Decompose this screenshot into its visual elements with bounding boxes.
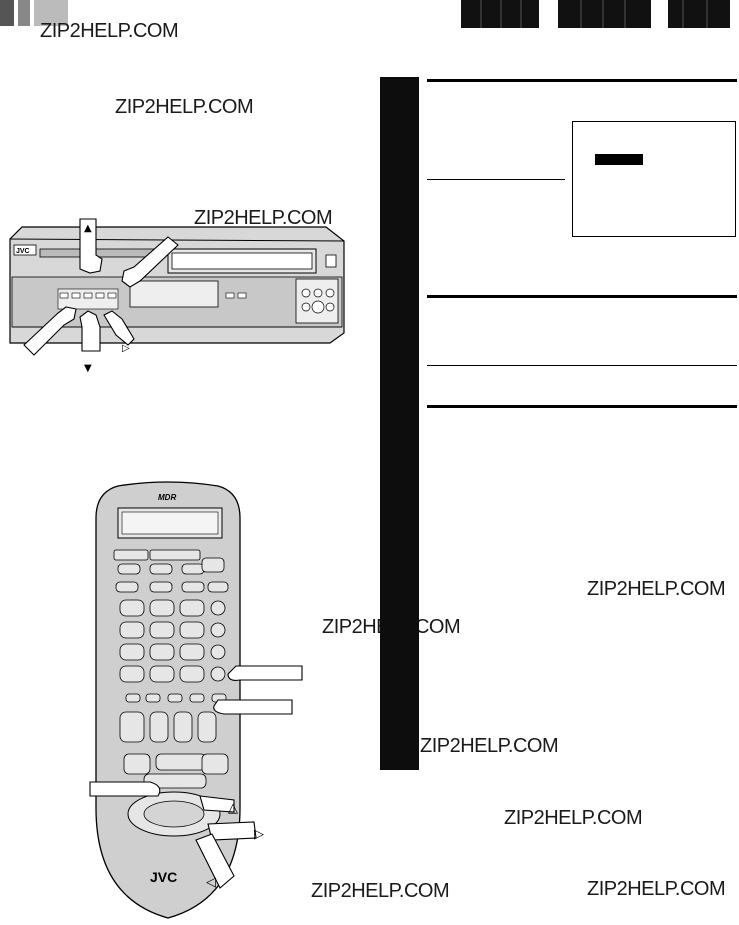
watermark: ZIP2HELP.COM [115,96,254,118]
section-rule [427,405,737,408]
watermark: ZIP2HELP.COM [194,207,333,229]
vcr-brand-label: JVC [16,248,30,255]
remote-control-illustration: MDR JVC △ ▷ ◁ [89,481,303,919]
header-block [668,0,730,28]
vcr-illustration: JVC ▲ ▼ ▷ [9,218,345,374]
section-rule [427,295,737,298]
onscreen-display-box [572,121,736,237]
remote-logo: MDR [158,493,176,502]
remote-brand-label: JVC [150,869,177,885]
arrow-left-outline-icon: ◁ [206,875,216,890]
header-block [461,0,539,28]
watermark: ZIP2HELP.COM [587,878,726,900]
corner-tab [0,0,14,26]
watermark: ZIP2HELP.COM [504,807,643,829]
header-block [558,0,651,28]
onscreen-highlight-bar [595,154,643,165]
corner-tabs [0,0,70,26]
arrow-right-outline-icon: ▷ [254,827,264,842]
watermark: ZIP2HELP.COM [587,578,726,600]
arrow-up-outline-icon: △ [228,801,238,816]
arrow-right-icon: ▷ [122,343,130,354]
watermark: ZIP2HELP.COM [40,20,179,42]
arrow-down-icon: ▼ [84,363,92,374]
section-rule [427,365,737,366]
section-sidebar-bar [380,77,419,770]
watermark: ZIP2HELP.COM [311,880,450,902]
header-stripes [480,0,708,28]
corner-tab [18,0,30,26]
section-rule [427,79,737,82]
corner-tab [34,0,68,26]
arrow-up-icon: ▲ [84,223,92,234]
section-rule [427,179,565,180]
watermark: ZIP2HELP.COM [420,735,559,757]
